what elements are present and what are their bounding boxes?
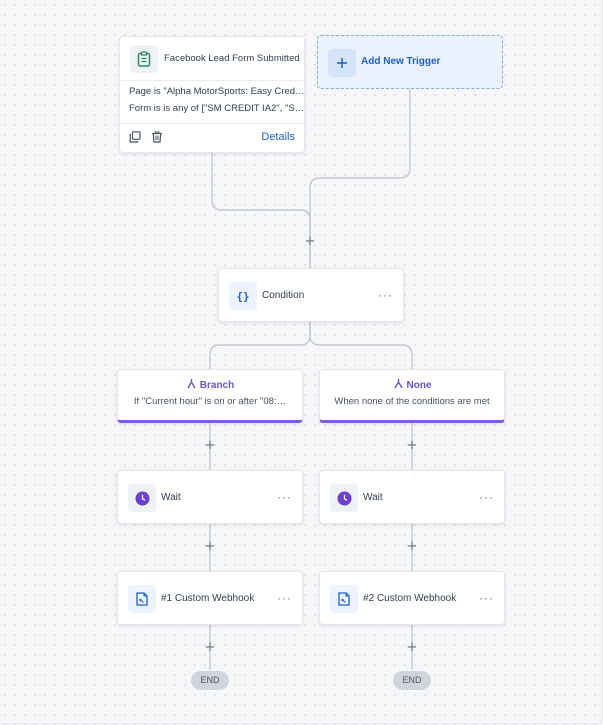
add-new-trigger-button[interactable]: Add New Trigger: [317, 35, 503, 89]
branch-card-left[interactable]: Branch If "Current hour" is on or after …: [117, 369, 303, 423]
webhook-file-icon: [338, 592, 350, 606]
copy-icon[interactable]: [129, 131, 141, 143]
trigger-card[interactable]: Facebook Lead Form Submitted Page is "Al…: [119, 36, 305, 153]
branch-description-left: If "Current hour" is on or after "08:…: [133, 396, 287, 407]
connector-trigger: [211, 153, 311, 268]
add-step-plus-right-2[interactable]: +: [406, 539, 418, 554]
condition-card[interactable]: {} Condition ···: [218, 268, 404, 322]
end-badge-right: END: [393, 671, 431, 690]
clipboard-icon: [137, 51, 151, 67]
webhook-file-icon: [136, 592, 148, 606]
trigger-divider-bottom: [120, 123, 304, 124]
wait-menu-icon-left[interactable]: ···: [277, 490, 292, 504]
wait-menu-icon-right[interactable]: ···: [479, 490, 494, 504]
webhook-card-left[interactable]: #1 Custom Webhook ···: [117, 571, 303, 625]
end-badge-left: END: [191, 671, 229, 690]
wait-card-right[interactable]: Wait ···: [319, 470, 505, 524]
details-link[interactable]: Details: [261, 131, 295, 143]
webhook-menu-icon-right[interactable]: ···: [479, 591, 494, 605]
wait-label-left: Wait: [161, 492, 181, 503]
webhook-label-right: #2 Custom Webhook: [363, 593, 457, 604]
branch-icon: [393, 379, 403, 389]
add-step-plus-1[interactable]: +: [304, 234, 316, 249]
add-trigger-label: Add New Trigger: [361, 56, 441, 67]
add-step-plus-left-3[interactable]: +: [204, 640, 216, 655]
plus-icon: [337, 58, 347, 68]
connector-condition-right: [309, 321, 413, 369]
add-step-plus-left-1[interactable]: +: [204, 438, 216, 453]
wait-icon-box-right: [330, 484, 358, 512]
trigger-divider-top: [120, 80, 304, 81]
webhook-icon-box-left: [128, 585, 156, 613]
trigger-condition-page: Page is "Alpha MotorSports: Easy Cred…: [129, 86, 305, 97]
webhook-label-left: #1 Custom Webhook: [161, 593, 255, 604]
add-step-plus-right-1[interactable]: +: [406, 438, 418, 453]
branch-title-text-left: Branch: [199, 380, 235, 391]
add-trigger-icon-box: [328, 49, 356, 77]
branch-description-right: When none of the conditions are met: [334, 396, 490, 407]
trash-icon[interactable]: [151, 131, 163, 143]
branch-icon: [187, 379, 196, 389]
condition-icon-box: {}: [229, 282, 257, 310]
clock-icon: [337, 491, 351, 505]
trigger-condition-form: Form is is any of ["SM CREDIT IA2", "S…: [129, 103, 305, 114]
branch-title-right: None: [320, 378, 504, 391]
branch-card-right[interactable]: None When none of the conditions are met: [319, 369, 505, 423]
clock-icon: [135, 491, 149, 505]
connector-add-trigger: [309, 88, 411, 268]
wait-icon-box-left: [128, 484, 156, 512]
add-step-plus-right-3[interactable]: +: [406, 640, 418, 655]
braces-icon: {}: [236, 289, 250, 303]
branch-title-left: Branch: [118, 378, 302, 391]
connector-condition-left: [209, 321, 311, 369]
condition-menu-icon[interactable]: ···: [378, 288, 393, 302]
wait-label-right: Wait: [363, 492, 383, 503]
trigger-title: Facebook Lead Form Submitted: [164, 53, 300, 64]
trigger-icon-box: [130, 45, 158, 73]
add-step-plus-left-2[interactable]: +: [204, 539, 216, 554]
webhook-icon-box-right: [330, 585, 358, 613]
branch-title-text-right: None: [406, 380, 432, 391]
wait-card-left[interactable]: Wait ···: [117, 470, 303, 524]
webhook-menu-icon-left[interactable]: ···: [277, 591, 292, 605]
condition-label: Condition: [262, 290, 305, 301]
webhook-card-right[interactable]: #2 Custom Webhook ···: [319, 571, 505, 625]
